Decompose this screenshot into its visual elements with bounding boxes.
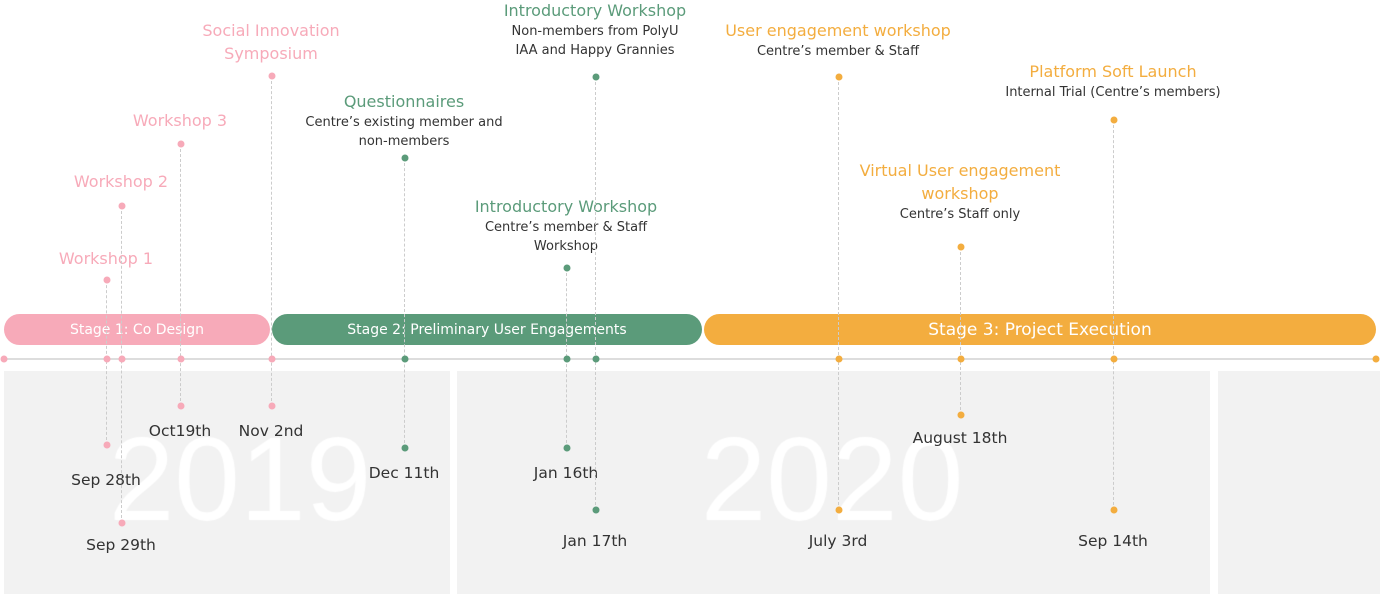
event-axis-dot xyxy=(957,355,964,363)
event-top-dot xyxy=(563,264,570,272)
event-date: Dec 11th xyxy=(368,464,440,482)
event-axis-dot xyxy=(268,355,275,363)
event-axis-dot xyxy=(103,355,110,363)
event-axis-dot xyxy=(835,355,842,363)
event-date: Nov 2nd xyxy=(238,422,304,440)
event-connector-line xyxy=(404,158,405,448)
event-connector-line xyxy=(1113,120,1114,510)
event-top-dot xyxy=(957,243,964,251)
event-description: non-members xyxy=(358,134,450,149)
event-connector-line xyxy=(838,77,839,510)
axis-end-dot xyxy=(1372,355,1380,363)
event-axis-dot xyxy=(177,355,184,363)
event-top-dot xyxy=(103,276,110,284)
event-connector-line xyxy=(960,247,961,415)
event-connector-line xyxy=(121,206,122,523)
event-label: Social Innovation Symposium xyxy=(202,19,339,65)
year-panel-2020 xyxy=(457,371,1210,594)
event-date: Sep 29th xyxy=(86,536,156,554)
event-title: Introductory Workshop xyxy=(503,1,687,20)
event-top-dot xyxy=(835,73,842,81)
axis-start-dot xyxy=(0,355,8,363)
event-date: Sep 28th xyxy=(71,471,141,489)
event-title: Workshop 1 xyxy=(58,249,154,268)
event-bottom-dot xyxy=(835,506,842,514)
event-title: User engagement workshop xyxy=(725,21,951,40)
event-label: Workshop 2 xyxy=(74,170,168,193)
event-axis-dot xyxy=(563,355,570,363)
event-date: Jan 17th xyxy=(562,532,628,550)
event-title: Questionnaires xyxy=(343,92,465,111)
event-bottom-dot xyxy=(103,441,110,449)
event-connector-line xyxy=(595,77,596,510)
event-label: Workshop 3 xyxy=(133,109,227,132)
timeline-axis xyxy=(4,358,1376,360)
event-date: Oct19th xyxy=(148,422,212,440)
event-axis-dot xyxy=(592,355,599,363)
event-description: Centre’s member & Staff xyxy=(756,44,920,59)
event-axis-dot xyxy=(1110,355,1117,363)
event-connector-line xyxy=(271,76,272,406)
event-title: Platform Soft Launch xyxy=(1029,62,1197,81)
event-connector-line xyxy=(180,144,181,406)
event-title: Introductory Workshop xyxy=(474,197,658,216)
event-description: Internal Trial (Centre’s members) xyxy=(1005,85,1221,100)
event-top-dot xyxy=(268,72,275,80)
event-top-dot xyxy=(592,73,599,81)
event-bottom-dot xyxy=(957,411,964,419)
event-axis-dot xyxy=(401,355,408,363)
event-title: Workshop 2 xyxy=(73,172,169,191)
event-date: Sep 14th xyxy=(1078,532,1148,550)
event-date: July 3rd xyxy=(808,532,868,550)
event-description: Non-members from PolyU xyxy=(511,24,679,39)
event-bottom-dot xyxy=(1110,506,1117,514)
event-top-dot xyxy=(401,154,408,162)
event-title: Social Innovation Symposium xyxy=(202,21,340,63)
event-axis-dot xyxy=(118,355,125,363)
event-description: Centre’s existing member and xyxy=(305,115,503,130)
event-title: Virtual User engagement workshop xyxy=(859,161,1061,203)
event-date: August 18th xyxy=(912,429,1008,447)
event-bottom-dot xyxy=(401,444,408,452)
year-panel-next xyxy=(1218,371,1380,594)
event-bottom-dot xyxy=(592,506,599,514)
stage-2-bar: Stage 2: Preliminary User Engagements xyxy=(272,314,702,345)
event-connector-line xyxy=(106,280,107,445)
event-top-dot xyxy=(1110,116,1117,124)
event-title: Workshop 3 xyxy=(132,111,228,130)
event-bottom-dot xyxy=(268,402,275,410)
stage-1-bar: Stage 1: Co Design xyxy=(4,314,270,345)
event-description: IAA and Happy Grannies xyxy=(515,43,675,58)
event-bottom-dot xyxy=(177,402,184,410)
event-bottom-dot xyxy=(563,444,570,452)
event-description: Workshop xyxy=(533,239,599,254)
event-description: Centre’s member & Staff xyxy=(484,220,648,235)
event-label: Workshop 1 xyxy=(59,247,153,270)
stage-3-bar: Stage 3: Project Execution xyxy=(704,314,1376,345)
event-date: Jan 16th xyxy=(533,464,599,482)
event-top-dot xyxy=(177,140,184,148)
event-description: Centre’s Staff only xyxy=(899,207,1021,222)
event-top-dot xyxy=(118,202,125,210)
event-bottom-dot xyxy=(118,519,125,527)
